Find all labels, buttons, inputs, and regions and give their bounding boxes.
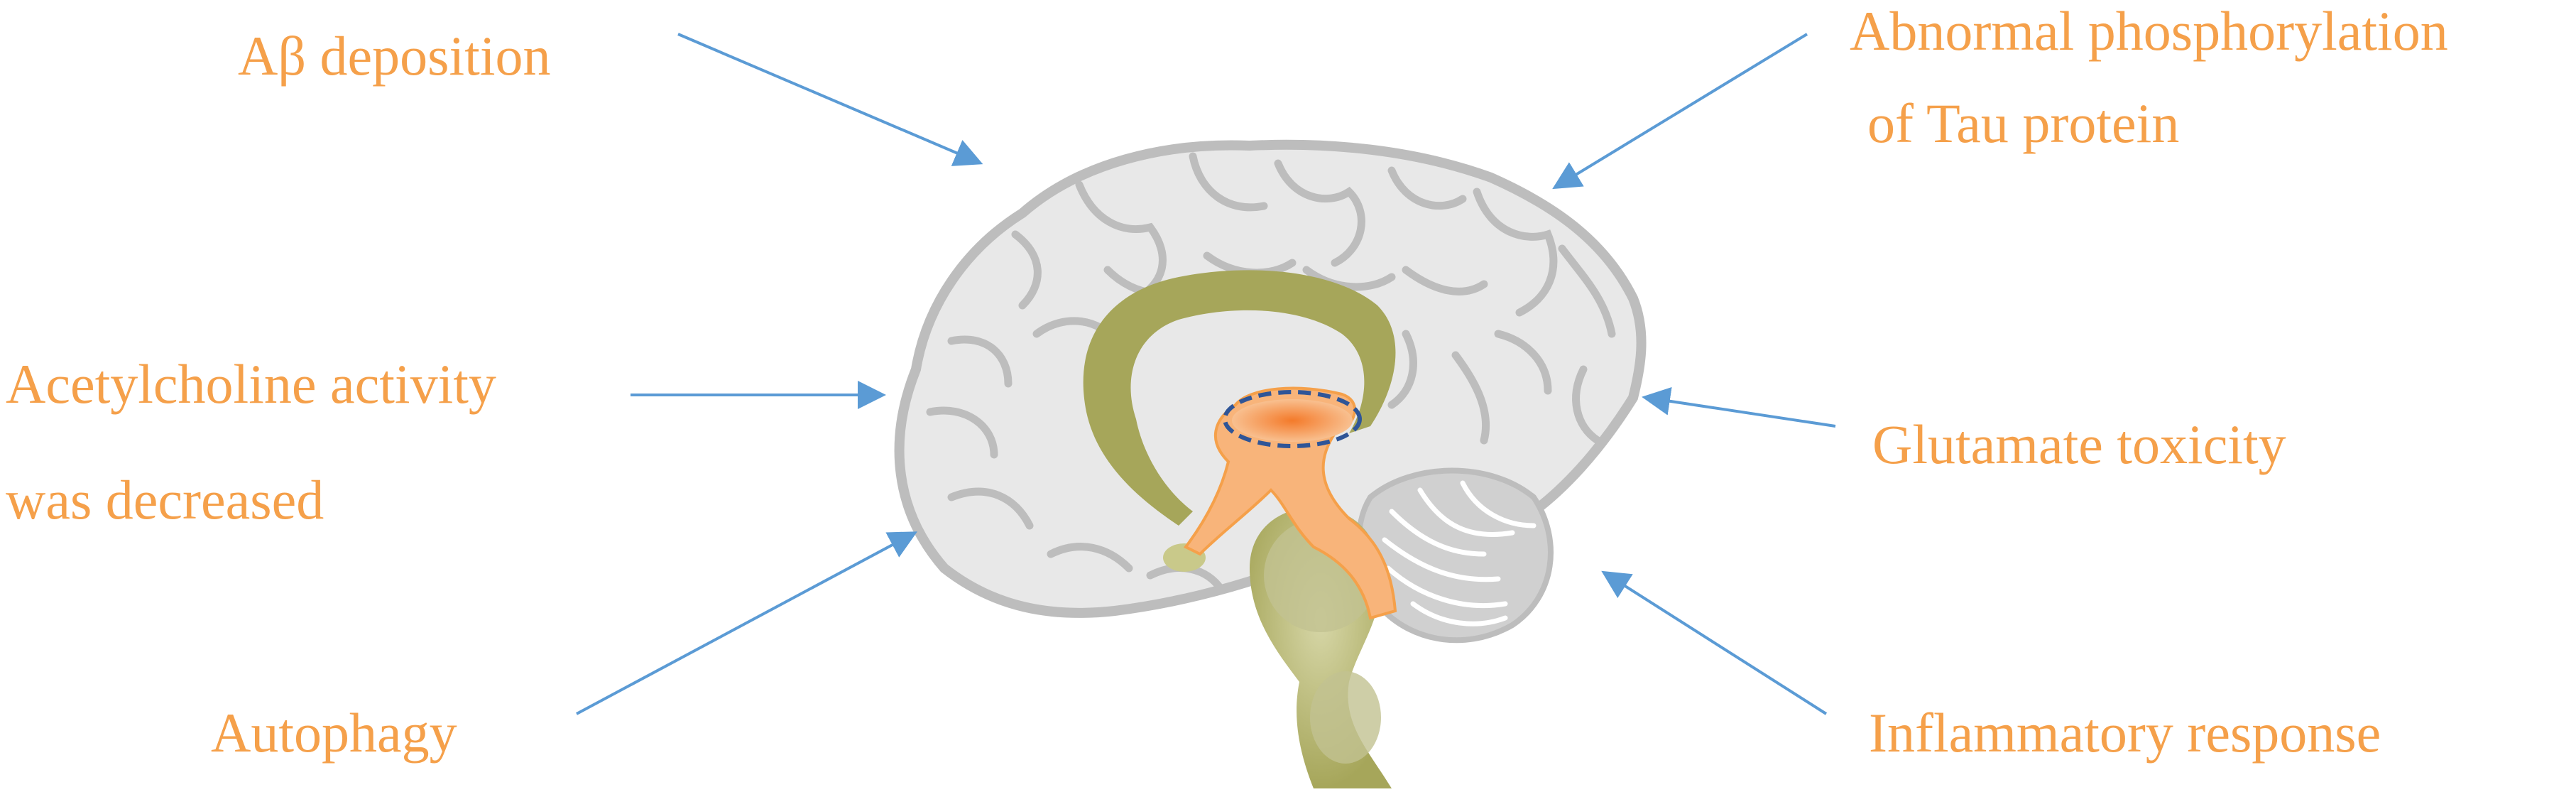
label-acetylcholine-line2: was decreased bbox=[6, 469, 324, 531]
hippocampus-glow bbox=[1232, 399, 1353, 442]
label-tau-line2: of Tau protein bbox=[1867, 92, 2180, 154]
arrow-icon bbox=[1642, 387, 1836, 428]
hippocampus-highlight bbox=[1223, 390, 1362, 448]
cerebellum bbox=[1356, 467, 1554, 644]
arrow-icon bbox=[677, 33, 983, 166]
label-tau-line1: Abnormal phosphorylation bbox=[1850, 0, 2448, 62]
hypothalamus-region bbox=[1183, 386, 1397, 620]
arrows bbox=[576, 33, 1836, 715]
arrow-icon bbox=[1552, 33, 1808, 190]
brain-sagittal-icon bbox=[894, 139, 1647, 788]
label-abeta-deposition: Aβ deposition bbox=[238, 25, 551, 87]
arrow-icon bbox=[576, 531, 918, 715]
label-acetylcholine-line1: Acetylcholine activity bbox=[6, 353, 496, 415]
label-autophagy: Autophagy bbox=[211, 702, 457, 764]
arrow-icon bbox=[1601, 570, 1828, 715]
label-glutamate-toxicity: Glutamate toxicity bbox=[1872, 413, 2286, 475]
label-inflammatory-response: Inflammatory response bbox=[1869, 702, 2381, 764]
